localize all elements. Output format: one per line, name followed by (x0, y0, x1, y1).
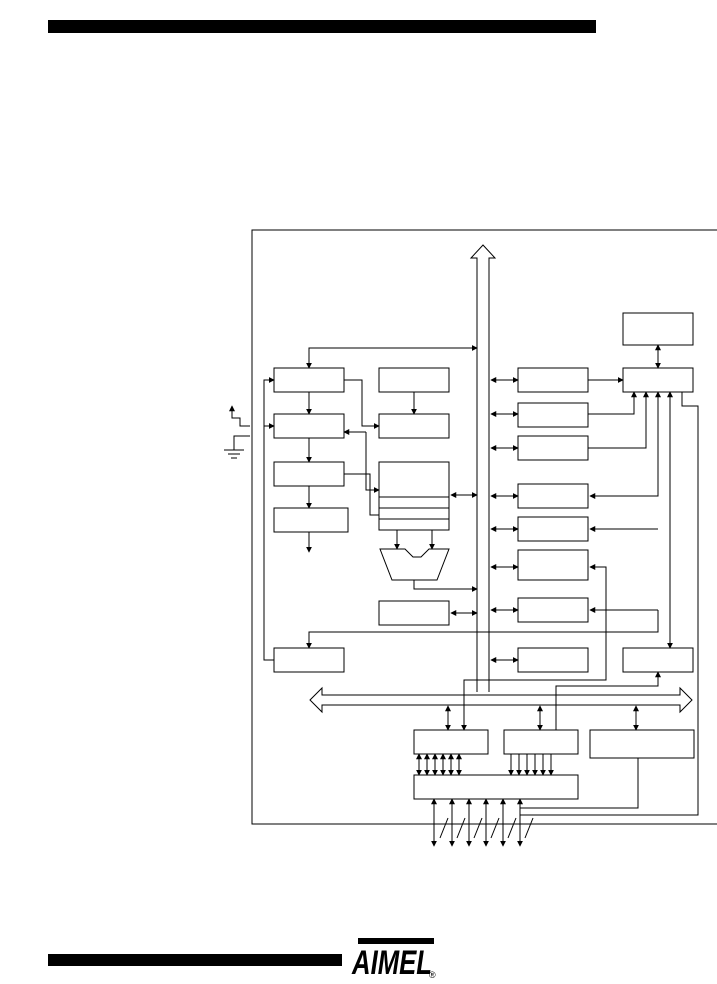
block-port-a (413, 729, 489, 755)
svg-text:®: ® (429, 970, 436, 979)
block-r3 (517, 435, 589, 461)
block-r6 (517, 549, 589, 581)
block-l1 (273, 367, 345, 393)
horizontal-bus (309, 686, 693, 714)
block-r7 (517, 597, 589, 623)
block-pin-driver (413, 774, 579, 800)
block-r2 (517, 402, 589, 428)
block-r1 (517, 367, 589, 393)
block-fr-control (622, 367, 694, 393)
block-port-c (589, 729, 695, 759)
block-alu (379, 548, 450, 581)
block-l3 (273, 461, 345, 487)
svg-text:AIMEL: AIMEL (351, 944, 432, 979)
block-port-b (503, 729, 579, 755)
block-m2 (378, 413, 450, 439)
block-register-file (378, 461, 450, 531)
block-m1 (378, 367, 450, 393)
block-l4 (273, 507, 349, 533)
header-bar (48, 20, 596, 33)
vertical-bus (469, 244, 497, 692)
block-r4 (517, 483, 589, 509)
atmel-logo: AIMEL ® (350, 938, 440, 982)
gnd-symbol (233, 435, 250, 450)
block-l2 (273, 413, 345, 439)
block-l5 (273, 647, 345, 673)
block-fr-top (622, 312, 694, 346)
block-r5 (517, 516, 589, 542)
footer-bar (48, 954, 342, 966)
block-m4 (378, 600, 450, 626)
vcc-symbol (229, 405, 250, 427)
block-r8 (517, 647, 589, 673)
block-fr-bottom (622, 647, 694, 673)
